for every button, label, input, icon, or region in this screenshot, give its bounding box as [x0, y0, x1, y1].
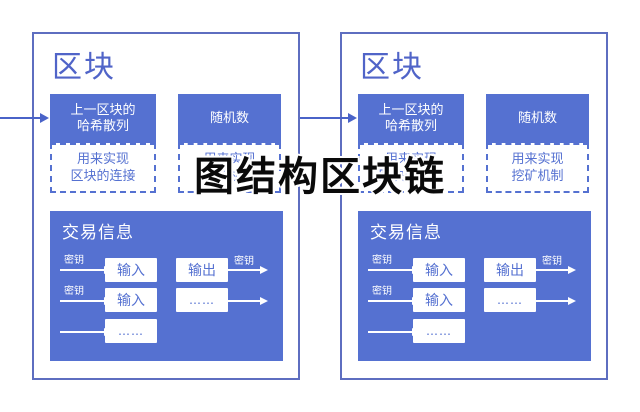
- transactions-panel: 交易信息 密钥 输入 输出 密钥 密钥 输入 …… ……: [358, 211, 591, 361]
- watermark-title: 图结构区块链: [194, 154, 446, 200]
- ellipsis-output-box: ……: [484, 288, 536, 312]
- inter-block-chain-arrow-icon: [300, 113, 357, 123]
- key-label: 密钥: [372, 255, 392, 266]
- ellipsis-input-box: ……: [413, 319, 465, 343]
- ellipsis-input-box: ……: [105, 319, 157, 343]
- block-panel-2: 区块 上一区块的 哈希散列 随机数 用来实现 区块的连接 用来实现 挖矿机制 交…: [340, 32, 608, 380]
- input-arrow-icon: [60, 328, 112, 336]
- input-box: 输入: [413, 258, 465, 282]
- input-box: 输入: [413, 288, 465, 312]
- input-arrow-icon: [60, 266, 112, 274]
- output-box: 输出: [176, 258, 228, 282]
- prev-hash-box: 上一区块的 哈希散列: [358, 94, 464, 143]
- output-arrow-icon: [536, 297, 576, 305]
- key-label: 密钥: [234, 256, 254, 267]
- block-panel-1: 区块 上一区块的 哈希散列 随机数 用来实现 区块的连接 用来实现 挖矿机制 交…: [32, 32, 300, 380]
- block-title: 区块: [360, 50, 424, 85]
- input-arrow-icon: [368, 266, 420, 274]
- nonce-description: 用来实现 挖矿机制: [486, 143, 589, 193]
- nonce-box: 随机数: [486, 94, 589, 143]
- incoming-chain-arrow-icon: [0, 113, 49, 123]
- input-box: 输入: [105, 288, 157, 312]
- input-arrow-icon: [60, 297, 112, 305]
- output-arrow-icon: [536, 266, 576, 274]
- prev-hash-box: 上一区块的 哈希散列: [50, 94, 156, 143]
- key-label: 密钥: [64, 255, 84, 266]
- key-label: 密钥: [64, 286, 84, 297]
- output-box: 输出: [484, 258, 536, 282]
- transactions-panel: 交易信息 密钥 输入 输出 密钥 密钥 输入 …… ……: [50, 211, 283, 361]
- key-label: 密钥: [372, 286, 392, 297]
- transactions-title: 交易信息: [62, 223, 134, 243]
- output-arrow-icon: [228, 266, 268, 274]
- output-arrow-icon: [228, 297, 268, 305]
- ellipsis-output-box: ……: [176, 288, 228, 312]
- input-arrow-icon: [368, 328, 420, 336]
- prev-hash-description: 用来实现 区块的连接: [50, 143, 156, 193]
- key-label: 密钥: [542, 256, 562, 267]
- transactions-title: 交易信息: [370, 223, 442, 243]
- block-title: 区块: [52, 50, 116, 85]
- input-box: 输入: [105, 258, 157, 282]
- nonce-description: 用来实现 挖矿机制: [178, 143, 281, 193]
- nonce-box: 随机数: [178, 94, 281, 143]
- prev-hash-description: 用来实现 区块的连接: [358, 143, 464, 193]
- input-arrow-icon: [368, 297, 420, 305]
